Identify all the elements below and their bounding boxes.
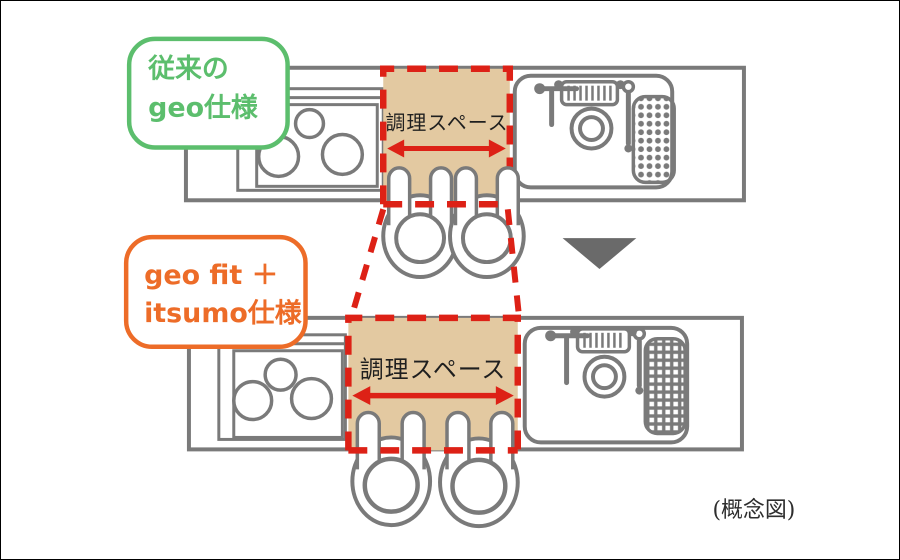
hand-icon (438, 410, 520, 529)
finger (428, 166, 454, 226)
workspace-dashed-border (380, 65, 514, 205)
faucet-icon (545, 330, 590, 386)
fist (394, 212, 447, 265)
workspace-dashed-border (345, 314, 521, 451)
expansion-dash-right (504, 208, 522, 315)
hand-icon (448, 166, 526, 280)
finger (445, 410, 471, 470)
top-hands-icon (381, 166, 526, 280)
hose-icon (621, 79, 636, 153)
down-arrow-icon (562, 238, 637, 270)
bottom-kitchen-counter: 調理スペース (186, 314, 744, 529)
drainboard-icon (643, 337, 687, 436)
fist (362, 456, 420, 514)
finger (489, 410, 515, 470)
burner-icon (320, 132, 365, 177)
bottom-sink-icon (522, 325, 690, 445)
bottom-hands-icon (348, 410, 520, 529)
finger (495, 166, 520, 226)
burner-icon (232, 379, 274, 422)
finger (400, 410, 426, 470)
drain-icon (582, 354, 627, 399)
finger (453, 166, 479, 226)
badge-conventional-line1: 従来の (147, 54, 229, 85)
sink-rack-icon (570, 327, 637, 354)
hose-icon (632, 327, 647, 395)
drainboard-icon (631, 94, 676, 185)
fist (450, 457, 508, 515)
bottom-workspace-label: 調理スペース (360, 356, 507, 384)
finger (386, 166, 412, 226)
burner-icon (293, 107, 326, 140)
top-width-arrow (387, 139, 506, 158)
burner-icon (263, 357, 298, 392)
sink-rack-icon (554, 79, 625, 107)
fist (460, 212, 513, 265)
badge-outline (123, 234, 308, 350)
expansion-dash-left (349, 208, 387, 315)
badge-outline (126, 36, 290, 150)
hand-icon (350, 410, 433, 528)
burner-icon (289, 376, 334, 421)
badge-geofit-line2: itsumo仕様 (144, 298, 303, 329)
badge-conventional-line2: geo仕様 (148, 93, 259, 124)
top-sink-icon (512, 73, 676, 190)
badge-geofit-line1: geo fit ＋ (144, 260, 278, 291)
finger (355, 410, 381, 470)
bottom-width-arrow (352, 386, 514, 406)
top-workspace-label: 調理スペース (385, 112, 508, 135)
hand-icon (381, 166, 459, 280)
badge-conventional: 従来の geo仕様 (126, 36, 290, 150)
drain-icon (569, 106, 614, 151)
caption: (概念図) (713, 498, 796, 523)
badge-geofit: geo fit ＋ itsumo仕様 (123, 234, 308, 350)
top-kitchen-counter: 調理スペース (183, 65, 746, 280)
